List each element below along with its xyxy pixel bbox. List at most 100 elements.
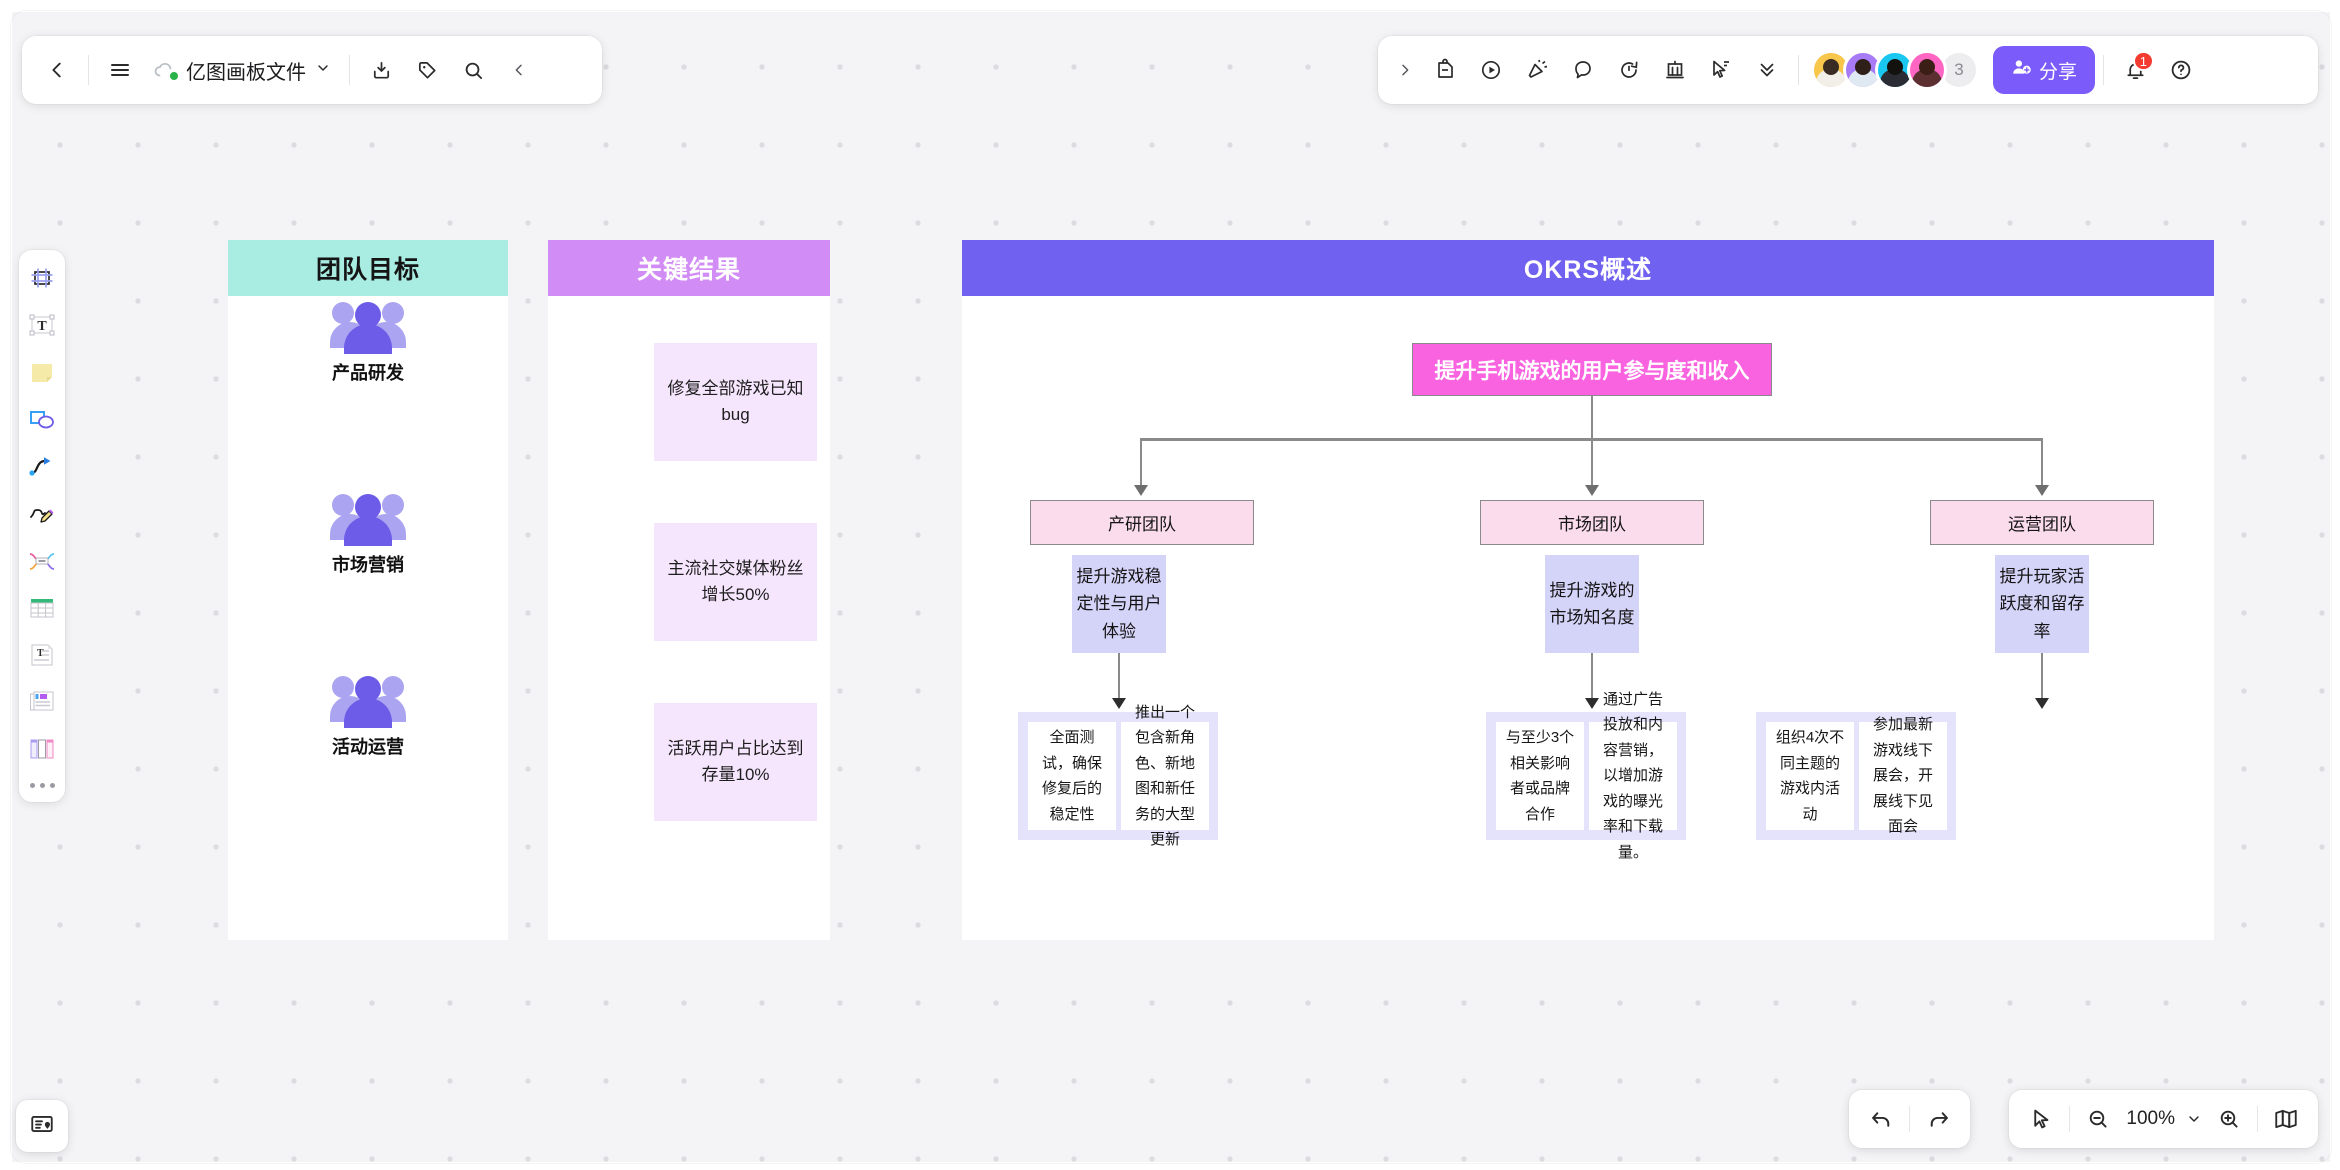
- select-cursor-button[interactable]: [2019, 1097, 2063, 1141]
- frame-title-team-goal: 团队目标: [228, 240, 508, 296]
- okr-objective-node[interactable]: 提升玩家活跃度和留存率: [1995, 555, 2089, 653]
- okr-root-node[interactable]: 提升手机游戏的用户参与度和收入: [1412, 343, 1772, 396]
- search-icon[interactable]: [450, 47, 496, 93]
- arrow-icon: [1585, 485, 1599, 496]
- frame-key-results[interactable]: 关键结果 修复全部游戏已知bug 主流社交媒体粉丝增长50% 活跃用户占比达到存…: [548, 240, 830, 940]
- divider: [2069, 1106, 2071, 1132]
- play-circle-icon[interactable]: [1468, 47, 1514, 93]
- hamburger-menu-icon[interactable]: [97, 47, 143, 93]
- zoom-level-label[interactable]: 100%: [2126, 1108, 2175, 1129]
- notification-badge: 1: [2132, 51, 2155, 71]
- key-result-card[interactable]: 修复全部游戏已知bug: [654, 343, 817, 461]
- okr-team-node[interactable]: 运营团队: [1930, 500, 2154, 545]
- mindmap-tool[interactable]: [25, 544, 59, 578]
- connector-tool[interactable]: [25, 450, 59, 484]
- window-edge-bottom: [0, 1162, 2340, 1170]
- comment-icon[interactable]: [1560, 47, 1606, 93]
- share-button-label: 分享: [2039, 61, 2078, 83]
- connector-line: [1591, 438, 1593, 486]
- frame-okrs-overview[interactable]: OKRS概述 提升手机游戏的用户参与度和收入 产研团队 提升游戏稳定性与用户体验…: [962, 240, 2214, 940]
- zoom-bar: 100%: [2009, 1090, 2318, 1148]
- connector-line: [1591, 396, 1593, 439]
- frame-tool[interactable]: [25, 262, 59, 296]
- team-goal-item[interactable]: 活动运营: [228, 674, 508, 759]
- avatar[interactable]: [1907, 50, 1947, 90]
- cloud-sync-icon: [153, 60, 178, 80]
- window-edge-right: [2330, 0, 2340, 1170]
- undo-button[interactable]: [1859, 1097, 1903, 1141]
- divider: [349, 55, 350, 85]
- megaphone-icon[interactable]: [1514, 47, 1560, 93]
- three-dots-icon[interactable]: [29, 779, 55, 790]
- team-goal-item[interactable]: 市场营销: [228, 492, 508, 577]
- help-button[interactable]: [2158, 47, 2204, 93]
- sticky-note-tool[interactable]: [25, 356, 59, 390]
- double-chevron-down-icon[interactable]: [1744, 47, 1790, 93]
- layers-panel-button[interactable]: [16, 1100, 68, 1152]
- zoom-dropdown-button[interactable]: [2181, 1097, 2207, 1141]
- arrow-icon: [1112, 698, 1126, 709]
- zoom-out-button[interactable]: [2076, 1097, 2120, 1141]
- zoom-in-button[interactable]: [2207, 1097, 2251, 1141]
- arrow-icon: [1585, 698, 1599, 709]
- connector-line: [2041, 438, 2043, 486]
- okr-team-node[interactable]: 市场团队: [1480, 500, 1704, 545]
- doc-tool[interactable]: T: [25, 638, 59, 672]
- pen-tool[interactable]: [25, 497, 59, 531]
- frame-title-okrs: OKRS概述: [962, 240, 2214, 296]
- okr-leaf-card[interactable]: 推出一个包含新角色、新地图和新任务的大型更新: [1121, 704, 1209, 848]
- export-download-icon[interactable]: [358, 47, 404, 93]
- template-tool[interactable]: [25, 685, 59, 719]
- document-title: 亿图画板文件: [186, 61, 306, 84]
- team-goal-label: 产品研发: [332, 363, 404, 383]
- cursor-flag-icon[interactable]: [1698, 47, 1744, 93]
- okr-leaf-card[interactable]: 通过广告投放和内容营销，以增加游戏的曝光率和下载量。: [1589, 691, 1677, 861]
- divider: [88, 55, 89, 85]
- okr-objective-node[interactable]: 提升游戏稳定性与用户体验: [1072, 555, 1166, 653]
- okr-leaf-card[interactable]: 组织4次不同主题的游戏内活动: [1766, 722, 1854, 830]
- tag-icon[interactable]: [404, 47, 450, 93]
- notifications-button[interactable]: 1: [2112, 47, 2158, 93]
- expand-toolbar-button[interactable]: [1388, 47, 1422, 93]
- timer-icon[interactable]: [1606, 47, 1652, 93]
- key-result-card[interactable]: 主流社交媒体粉丝增长50%: [654, 523, 817, 641]
- collaborator-avatars[interactable]: 3: [1811, 50, 1979, 90]
- divider: [2103, 55, 2105, 85]
- left-tool-rail: T T: [19, 250, 65, 802]
- document-title-dropdown[interactable]: 亿图画板文件: [143, 47, 341, 93]
- share-button[interactable]: 分享: [1993, 46, 2096, 94]
- kanban-tool[interactable]: [25, 732, 59, 766]
- okr-leaf-card[interactable]: 与至少3个相关影响者或品牌合作: [1496, 722, 1584, 830]
- arrow-icon: [2035, 485, 2049, 496]
- back-button[interactable]: [34, 47, 80, 93]
- okr-leaf-card[interactable]: 参加最新游戏线下展会，开展线下见面会: [1859, 716, 1947, 835]
- top-left-toolbar: 亿图画板文件: [22, 36, 602, 104]
- connector-line: [1140, 438, 1142, 486]
- divider: [1909, 1106, 1910, 1132]
- key-result-card[interactable]: 活跃用户占比达到存量10%: [654, 703, 817, 821]
- table-tool[interactable]: [25, 591, 59, 625]
- people-group-icon: [330, 674, 406, 728]
- collapse-toolbar-button[interactable]: [496, 47, 542, 93]
- avatar[interactable]: [1875, 50, 1915, 90]
- redo-button[interactable]: [1916, 1097, 1960, 1141]
- divider: [2257, 1106, 2258, 1132]
- shape-tool[interactable]: [25, 403, 59, 437]
- okr-objective-node[interactable]: 提升游戏的市场知名度: [1545, 555, 1639, 653]
- okr-leaf-card[interactable]: 全面测试，确保修复后的稳定性: [1028, 722, 1116, 830]
- minimap-button[interactable]: [2264, 1097, 2308, 1141]
- avatar[interactable]: [1811, 50, 1851, 90]
- connector-line: [1591, 653, 1593, 701]
- top-right-toolbar: 3 分享 1: [1378, 36, 2318, 104]
- frame-team-goal[interactable]: 团队目标 产品研发 市场营销 活动运营: [228, 240, 508, 940]
- window-edge-top: [0, 0, 2340, 12]
- text-tool[interactable]: T: [25, 309, 59, 343]
- bar-chart-icon[interactable]: [1652, 47, 1698, 93]
- people-group-icon: [330, 300, 406, 354]
- sticky-note-lock-icon[interactable]: [1422, 47, 1468, 93]
- layers-pin-icon: [29, 1111, 55, 1142]
- team-goal-item[interactable]: 产品研发: [228, 300, 508, 385]
- user-add-icon: [2011, 57, 2032, 84]
- team-goal-label: 活动运营: [332, 737, 404, 757]
- okr-team-node[interactable]: 产研团队: [1030, 500, 1254, 545]
